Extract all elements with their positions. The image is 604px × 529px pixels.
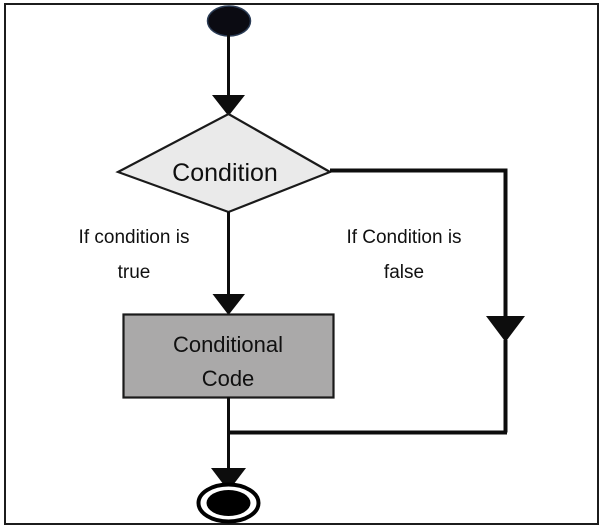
edge-label-false-line1: If Condition is	[346, 227, 461, 248]
start-node	[206, 5, 252, 37]
process-node-label-line2: Code	[202, 366, 255, 391]
end-node-inner-fill	[206, 490, 251, 516]
arrowhead-to-decision	[212, 95, 245, 116]
edge-decision-false	[330, 168, 508, 318]
arrowhead-to-end	[211, 468, 246, 491]
edge-label-true-line1: If condition is	[79, 227, 190, 248]
edge-label-true-line2: true	[118, 262, 151, 283]
diagram-frame	[4, 3, 599, 525]
decision-node-label: Condition	[172, 159, 278, 187]
arrowhead-false-branch	[486, 316, 525, 342]
edge-label-false-line2: false	[384, 262, 424, 283]
arrowhead-to-process	[212, 294, 245, 315]
process-node-label-line1: Conditional	[173, 332, 283, 357]
